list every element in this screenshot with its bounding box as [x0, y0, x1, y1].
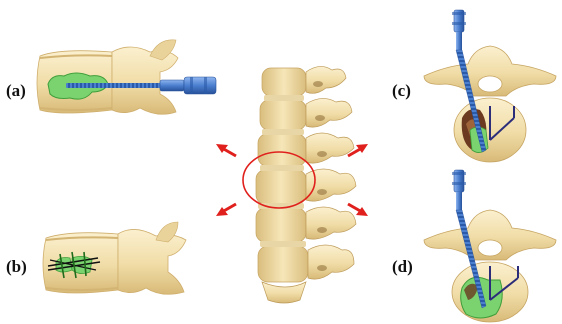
panel-label-c: (c): [392, 82, 411, 99]
panel-label-d: (d): [392, 258, 413, 275]
panel-label-b: (b): [6, 258, 27, 275]
lumbar-spine: [256, 66, 356, 303]
arrow-upper-left: [216, 144, 236, 156]
panel-c-vertebra: [424, 46, 556, 162]
sacrum: [262, 282, 306, 303]
arrow-lower-left: [216, 204, 236, 216]
panel-label-a: (a): [6, 82, 26, 99]
